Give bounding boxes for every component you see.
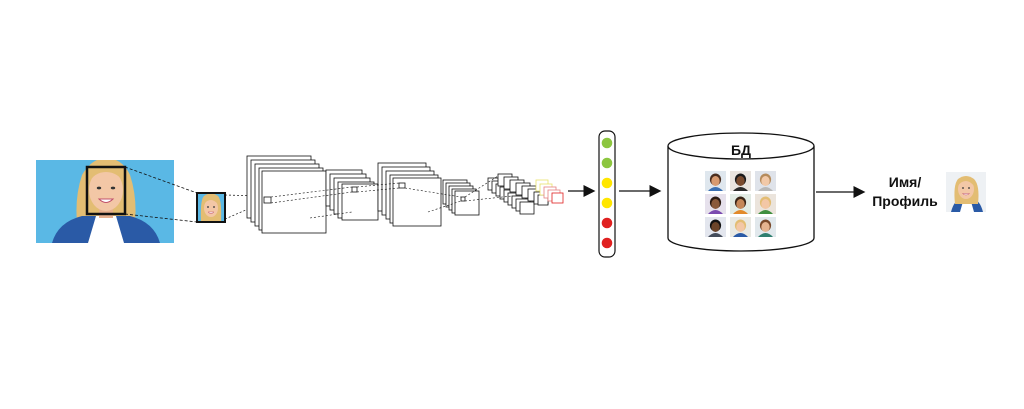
conv-block-3: [377, 162, 442, 227]
projection-line-bottom: [124, 213, 198, 223]
database-face-thumbnail: [755, 171, 776, 191]
database-face-thumbnail: [755, 217, 776, 237]
feature-vector-cell: [601, 177, 613, 189]
output-portrait: [946, 172, 986, 212]
database-face-thumbnail: [730, 194, 751, 214]
feature-vector-cell: [601, 237, 613, 249]
cropped-face: [196, 192, 226, 223]
fc-layers: [535, 179, 564, 204]
conv-block-2: [325, 169, 379, 221]
feature-vector-cell: [601, 197, 613, 209]
output-label-line1: Имя/: [889, 174, 922, 190]
database-face-thumbnail: [730, 217, 751, 237]
hair-front: [88, 164, 125, 184]
database-label: БД: [731, 142, 751, 158]
shirt: [88, 216, 124, 243]
feature-vector-cell: [601, 157, 613, 169]
feature-vector: [598, 130, 616, 258]
conv-block-1: [246, 155, 327, 234]
conv-block-5: [487, 173, 549, 215]
database-face-grid: [705, 171, 776, 237]
face-detection-box: [85, 165, 127, 216]
conv-block-4: [442, 179, 480, 216]
input-photo: [36, 160, 174, 243]
database-face-thumbnail: [705, 217, 726, 237]
feature-vector-cell: [601, 217, 613, 229]
database-face-thumbnail: [705, 171, 726, 191]
receptive-field-lines: [270, 175, 513, 219]
feature-vector-cell: [601, 137, 613, 149]
smile: [97, 198, 115, 203]
output-label-line2: Профиль: [872, 193, 938, 209]
database-face-thumbnail: [705, 194, 726, 214]
face: [89, 169, 123, 211]
projection-line-top: [124, 166, 198, 194]
eye-right: [110, 186, 116, 190]
database-face-thumbnail: [755, 194, 776, 214]
eye-left: [96, 186, 102, 190]
database-cylinder: БД: [667, 132, 815, 252]
database-face-thumbnail: [730, 171, 751, 191]
